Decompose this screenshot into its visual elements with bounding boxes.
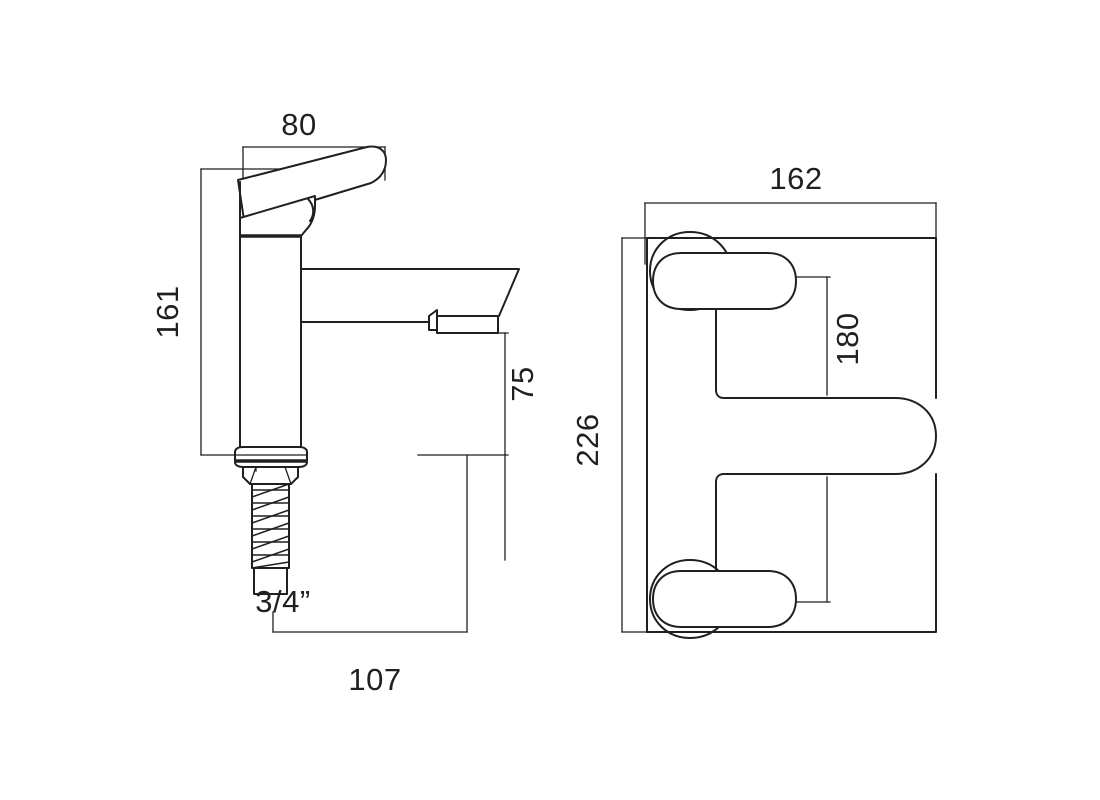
faucet-hex-nut [242,466,299,485]
dimension-75-lines [417,332,509,561]
dimension-107-lines [272,454,468,633]
right-view-plan: 162 180 226 [570,161,937,639]
left-view-side-elevation: 80 161 75 3/4” 107 [150,107,540,697]
dimension-label-180: 180 [830,312,865,365]
faucet-pivot-detail [307,198,315,222]
dimension-label-80: 80 [281,107,316,142]
dimension-label-162: 162 [769,161,822,196]
faucet-base-flange [234,446,308,468]
faucet-lever-handle [237,145,387,221]
dimension-label-226: 226 [570,413,605,466]
dimension-180-lines [788,276,831,603]
handle-lever-lower [652,570,797,628]
dimension-label-107: 107 [348,662,401,697]
dimension-label-thread: 3/4” [255,584,310,619]
faucet-threaded-shank [251,483,290,595]
dimension-label-75: 75 [505,366,540,401]
spout-plan-outline [715,308,937,572]
backplate-edges [646,237,937,633]
dimension-label-161: 161 [150,285,185,338]
faucet-spout [300,268,520,334]
handle-lever-upper [652,252,797,310]
